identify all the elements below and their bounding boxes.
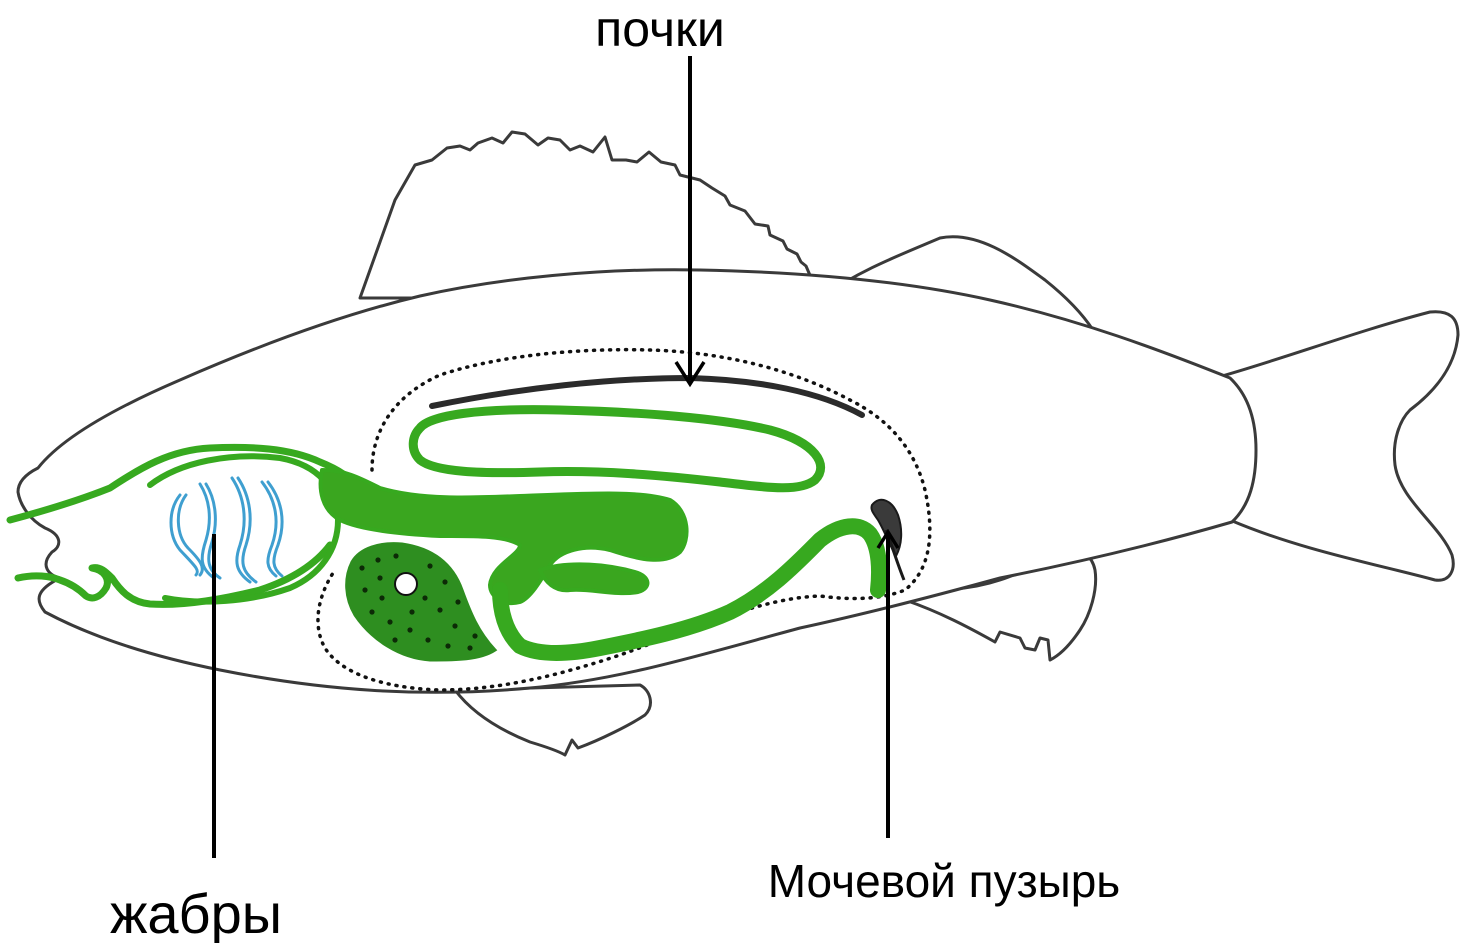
- bladder-label: Мочевой пузырь: [768, 855, 1121, 907]
- kidneys-label: почки: [595, 1, 725, 57]
- gall-bladder: [395, 573, 417, 595]
- gills-label: жабры: [110, 882, 282, 943]
- pelvic-fin: [455, 685, 650, 755]
